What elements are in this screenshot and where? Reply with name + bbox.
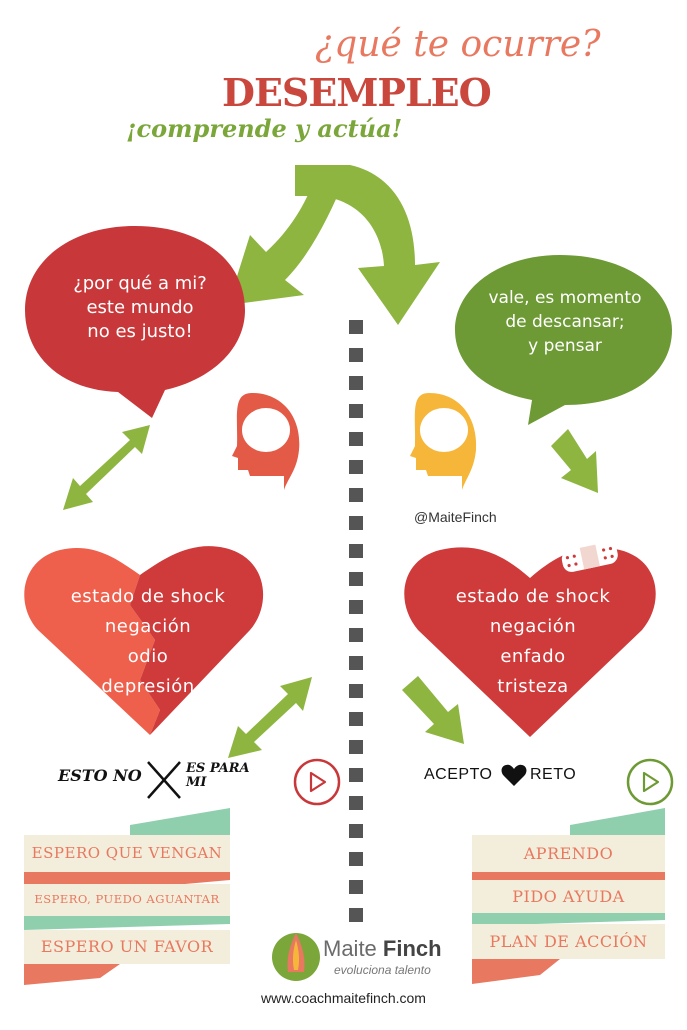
right-bubble-line: de descansar; xyxy=(505,312,625,332)
brand-tagline: evoluciona talento xyxy=(334,963,431,977)
right-speech-bubble xyxy=(455,255,672,425)
left-heart-text: estado de shock negación odio depresión xyxy=(48,582,248,702)
left-bubble-line: no es justo! xyxy=(87,321,193,342)
right-motto-part1: ACEPTO xyxy=(424,766,493,783)
right-play-button[interactable] xyxy=(626,758,674,806)
cross-icon xyxy=(147,761,181,799)
right-ribbon-stack xyxy=(472,808,665,984)
left-bubble-line: ¿por qué a mi? xyxy=(73,273,207,294)
website-link[interactable]: www.coachmaitefinch.com xyxy=(261,990,426,1006)
brand-logo-icon xyxy=(272,933,320,981)
right-bubble-line: vale, es momento xyxy=(488,288,642,308)
center-double-arrow-icon xyxy=(228,677,312,758)
right-ribbon-label-2: PIDO AYUDA xyxy=(512,887,625,906)
right-ribbon-label-3: PLAN DE ACCIÓN xyxy=(489,932,648,951)
bandage-icon xyxy=(561,542,618,572)
left-motto-line: MI xyxy=(186,775,207,790)
brand-name: Maite Finch xyxy=(323,936,442,962)
broken-heart-icon xyxy=(24,546,264,735)
center-divider xyxy=(349,320,363,922)
right-bubble-line: y pensar xyxy=(528,336,602,356)
frustrated-head-icon xyxy=(232,393,300,490)
right-motto-part2: RETO xyxy=(530,766,577,783)
right-heart-line: estado de shock xyxy=(455,586,611,607)
left-double-arrow-icon xyxy=(63,425,150,510)
left-bubble-text: ¿por qué a mi? este mundo no es justo! xyxy=(40,272,240,344)
left-heart-line: odio xyxy=(127,646,169,667)
left-heart-line: depresión xyxy=(101,676,195,697)
page-title: DESEMPLEO xyxy=(222,70,492,115)
right-ribbon-label-1: APRENDO xyxy=(523,844,614,863)
right-center-arrow-icon xyxy=(402,676,464,744)
brand-name-light: Maite xyxy=(323,936,383,961)
left-ribbon-label-2: ESPERO, PUEDO AGUANTAR xyxy=(34,892,220,906)
left-ribbon-stack xyxy=(24,808,230,985)
left-speech-bubble xyxy=(25,226,245,418)
left-heart-line: estado de shock xyxy=(70,586,226,607)
left-motto-part1: ESTO NO xyxy=(58,766,142,785)
left-ribbon-label-1: ESPERO QUE VENGAN xyxy=(31,844,223,862)
right-heart-line: negación xyxy=(489,616,577,637)
header-subtitle: ¡comprende y actúa! xyxy=(126,114,403,143)
author-handle: @MaiteFinch xyxy=(414,509,497,525)
right-heart-line: tristeza xyxy=(497,676,569,697)
left-heart-line: negación xyxy=(104,616,192,637)
brand-name-bold: Finch xyxy=(382,936,442,961)
left-motto-part2: ES PARA MI xyxy=(186,762,266,790)
right-heart-text: estado de shock negación enfado tristeza xyxy=(433,582,633,702)
calm-head-icon xyxy=(410,393,477,490)
right-heart-line: enfado xyxy=(500,646,566,667)
left-ribbon-label-3: ESPERO UN FAVOR xyxy=(40,937,214,956)
right-bubble-text: vale, es momento de descansar; y pensar xyxy=(465,286,665,358)
left-play-button[interactable] xyxy=(293,758,341,806)
bandaged-heart-icon xyxy=(404,542,656,737)
right-down-arrow-icon xyxy=(551,429,598,493)
left-motto-line: ES PARA xyxy=(186,761,250,776)
left-bubble-line: este mundo xyxy=(86,297,194,318)
header-question: ¿qué te ocurre? xyxy=(315,24,601,65)
split-arrow-icon xyxy=(228,165,440,325)
small-heart-icon xyxy=(501,764,527,786)
